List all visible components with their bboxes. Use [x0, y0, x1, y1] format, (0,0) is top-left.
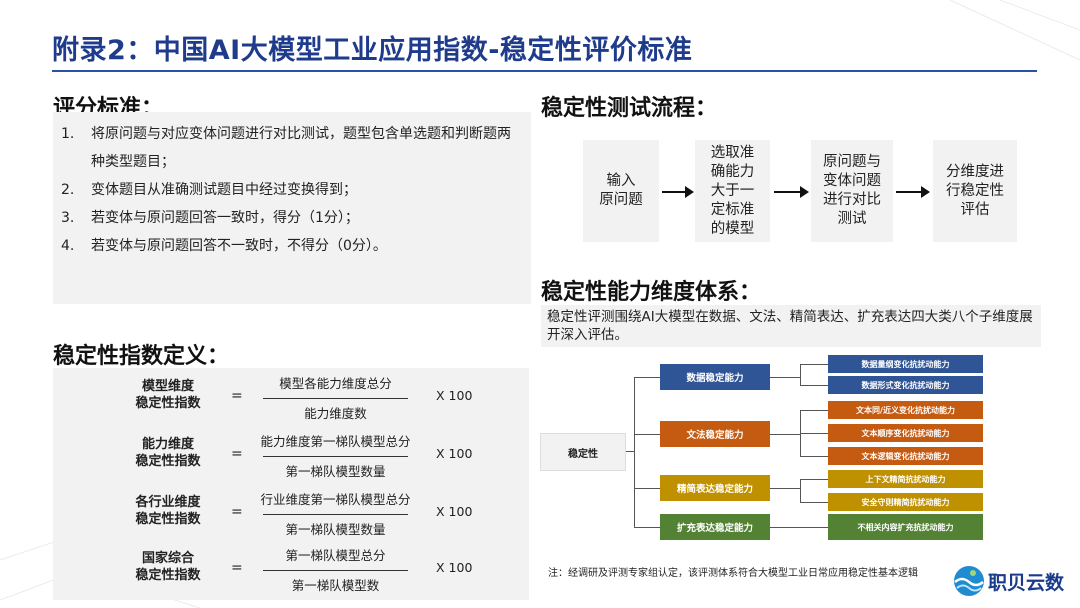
flow-arrow	[896, 186, 930, 198]
leaf-item: 数据形式变化抗扰动能力	[828, 376, 983, 394]
tree-connector	[800, 456, 828, 457]
equals-sign: =	[231, 388, 243, 404]
category-concise: 精简表达稳定能力	[660, 475, 770, 501]
multiplier: X 100	[436, 560, 473, 575]
tree-connector	[770, 434, 800, 435]
dimensions-heading: 稳定性能力维度体系：	[541, 280, 762, 305]
tree-root: 稳定性	[540, 433, 626, 471]
fraction-bar	[263, 456, 408, 457]
numerator: 第一梯队模型总分	[285, 548, 386, 563]
tree-connector	[634, 377, 635, 527]
denominator: 能力维度数	[304, 406, 367, 421]
scoring-item-number: 2.	[61, 182, 75, 198]
flow-step: 分维度进 行稳定性 评估	[933, 140, 1017, 242]
leaf-item: 上下文精简抗扰动能力	[828, 470, 983, 488]
leaf-item: 安全守则精简抗扰动能力	[828, 493, 983, 511]
denominator: 第一梯队模型数量	[285, 464, 386, 479]
equals-sign: =	[231, 504, 243, 520]
leaf-item: 文本顺序变化抗扰动能力	[828, 424, 983, 442]
leaf-item: 不相关内容扩充抗扰动能力	[828, 514, 983, 540]
scoring-item-number: 3.	[61, 210, 75, 226]
tree-connector	[800, 385, 828, 386]
index-name: 各行业维度 稳定性指数	[135, 495, 201, 527]
tree-connector	[634, 434, 660, 435]
scoring-box: 1. 将原问题与对应变体问题进行对比测试，题型包含单选题和判断题两种类型题目； …	[53, 112, 531, 304]
flow-step: 输入 原问题	[583, 140, 659, 242]
tree-connector	[770, 527, 828, 528]
scoring-item: 4. 若变体与原问题回答不一致时，不得分（0分）。	[61, 232, 521, 260]
scoring-item-text: 若变体与原问题回答一致时，得分（1分）；	[91, 210, 359, 226]
tree-connector	[770, 488, 800, 489]
category-grammar: 文法稳定能力	[660, 421, 770, 447]
flow-step: 原问题与 变体问题 进行对比 测试	[811, 140, 893, 242]
tree-connector	[634, 488, 660, 489]
tree-connector	[800, 364, 828, 365]
leaf-item: 数据量纲变化抗扰动能力	[828, 355, 983, 373]
definition-heading: 稳定性指数定义：	[53, 344, 230, 369]
index-name: 国家综合 稳定性指数	[135, 551, 201, 583]
index-name: 能力维度 稳定性指数	[135, 437, 201, 469]
leaf-item: 文本逻辑变化抗扰动能力	[828, 447, 983, 465]
scoring-item-text: 变体题目从准确测试题目中经过变换得到；	[91, 182, 357, 198]
tree-connector	[800, 433, 828, 434]
scoring-item-number: 4.	[61, 238, 75, 254]
tree-connector	[634, 377, 660, 378]
tree-connector	[634, 527, 660, 528]
flow-arrow	[774, 186, 809, 198]
footnote: 注：经调研及评测专家组认定，该评测体系符合大模型工业日常应用稳定性基本逻辑	[548, 568, 918, 579]
tree-connector	[800, 410, 828, 411]
flow-arrow	[662, 186, 694, 198]
numerator: 能力维度第一梯队模型总分	[260, 434, 411, 449]
scoring-item-text: 将原问题与对应变体问题进行对比测试，题型包含单选题和判断题两种类型题目；	[91, 126, 511, 170]
leaf-item: 文本同/近义变化抗扰动能力	[828, 401, 983, 419]
tree-connector	[626, 451, 634, 452]
definition-row: 能力维度 稳定性指数 = 能力维度第一梯队模型总分 第一梯队模型数量 X 100	[53, 428, 529, 484]
page-title: 附录2：中国AI大模型工业应用指数-稳定性评价标准	[52, 35, 693, 66]
scoring-item: 1. 将原问题与对应变体问题进行对比测试，题型包含单选题和判断题两种类型题目；	[61, 120, 521, 176]
numerator: 模型各能力维度总分	[279, 376, 392, 391]
multiplier: X 100	[436, 504, 473, 519]
scoring-item: 2. 变体题目从准确测试题目中经过变换得到；	[61, 176, 521, 204]
scoring-item: 3. 若变体与原问题回答一致时，得分（1分）；	[61, 204, 521, 232]
tree-connector	[800, 479, 828, 480]
scoring-item-number: 1.	[61, 126, 75, 142]
fraction-bar	[263, 514, 408, 515]
tree-connector	[800, 364, 801, 386]
fraction-bar	[263, 398, 408, 399]
flow-heading: 稳定性测试流程：	[541, 96, 718, 121]
denominator: 第一梯队模型数量	[285, 522, 386, 537]
dimensions-description: 稳定性评测围绕AI大模型在数据、文法、精简表达、扩充表达四大类八个子维度展开深入…	[541, 305, 1041, 347]
wave-globe-icon	[954, 566, 984, 596]
flow-step: 选取准 确能力 大于一 定标准 的模型	[695, 140, 770, 242]
definition-row: 各行业维度 稳定性指数 = 行业维度第一梯队模型总分 第一梯队模型数量 X 10…	[53, 486, 529, 542]
tree-connector	[800, 502, 828, 503]
index-name: 模型维度 稳定性指数	[135, 379, 201, 411]
multiplier: X 100	[436, 446, 473, 461]
numerator: 行业维度第一梯队模型总分	[260, 492, 411, 507]
tree-connector	[770, 377, 800, 378]
category-data: 数据稳定能力	[660, 364, 770, 390]
multiplier: X 100	[436, 388, 473, 403]
definition-row: 模型维度 稳定性指数 = 模型各能力维度总分 能力维度数 X 100	[53, 370, 529, 426]
definition-box: 模型维度 稳定性指数 = 模型各能力维度总分 能力维度数 X 100 能力维度 …	[53, 368, 529, 600]
denominator: 第一梯队模型数	[291, 578, 380, 593]
fraction-bar	[263, 570, 408, 571]
scoring-item-text: 若变体与原问题回答不一致时，不得分（0分）。	[91, 238, 387, 254]
brand-logo: 职贝云数	[952, 564, 1076, 600]
category-expanded: 扩充表达稳定能力	[660, 514, 770, 540]
equals-sign: =	[231, 446, 243, 462]
tree-connector	[800, 479, 801, 502]
title-divider	[52, 70, 1037, 72]
equals-sign: =	[231, 560, 243, 576]
definition-row: 国家综合 稳定性指数 = 第一梯队模型总分 第一梯队模型数 X 100	[53, 542, 529, 598]
brand-name: 职贝云数	[988, 572, 1065, 594]
